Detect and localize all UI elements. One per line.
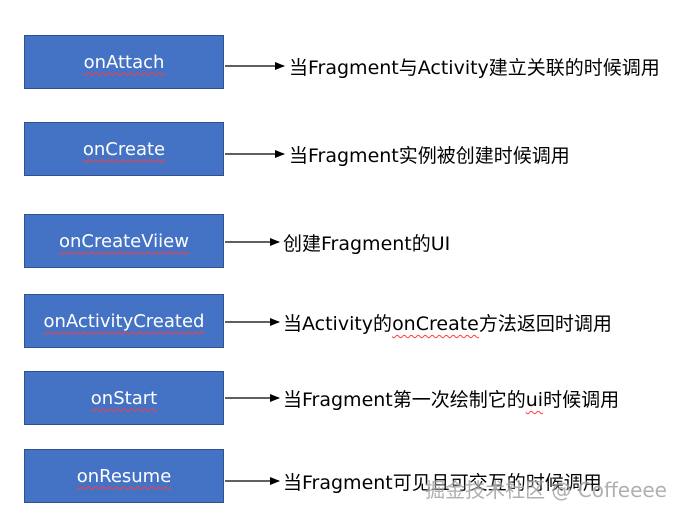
desc-text: 创建Fragment的UI	[283, 233, 451, 255]
desc-text: 当Fragment与Activity建立关联的时候调用	[289, 57, 660, 79]
desc-text: 当Fragment实例被创建时候调用	[289, 145, 570, 167]
lifecycle-box-onattach: onAttach	[24, 35, 224, 89]
lifecycle-box-onactivitycreated: onActivityCreated	[24, 294, 224, 348]
lifecycle-box-onresume: onResume	[24, 449, 224, 503]
method-label: onCreateViiew	[59, 230, 189, 252]
watermark: 掘金技术社区 @ Coffeeee	[425, 478, 667, 502]
desc-text: 当Fragment可见且可交互的时候调用	[283, 472, 602, 494]
description-oncreateview: 创建Fragment的UI	[283, 229, 450, 256]
method-label: onCreate	[82, 138, 166, 160]
description-onactivitycreated: 当Activity的onCreate方法返回时调用	[283, 309, 612, 336]
method-label: onAttach	[83, 51, 165, 73]
desc-text: 当Fragment第一次绘制它的	[283, 389, 526, 411]
lifecycle-box-oncreate: onCreate	[24, 122, 224, 176]
lifecycle-box-onstart: onStart	[24, 371, 224, 425]
lifecycle-box-oncreateview: onCreateViiew	[24, 214, 224, 268]
description-onresume: 当Fragment可见且可交互的时候调用	[283, 468, 602, 495]
method-label: onStart	[90, 387, 158, 409]
desc-text: 时候调用	[543, 389, 620, 411]
description-oncreate: 当Fragment实例被创建时候调用	[289, 141, 570, 168]
method-label: onResume	[76, 465, 172, 487]
description-onattach: 当Fragment与Activity建立关联的时候调用	[289, 53, 660, 80]
desc-text: 方法返回时调用	[478, 313, 612, 335]
description-onstart: 当Fragment第一次绘制它的ui时候调用	[283, 385, 619, 412]
desc-text-flagged: ui	[525, 389, 544, 411]
desc-text: 当Activity的	[283, 313, 393, 335]
desc-text-flagged: onCreate	[392, 313, 479, 335]
method-label: onActivityCreated	[43, 310, 205, 332]
